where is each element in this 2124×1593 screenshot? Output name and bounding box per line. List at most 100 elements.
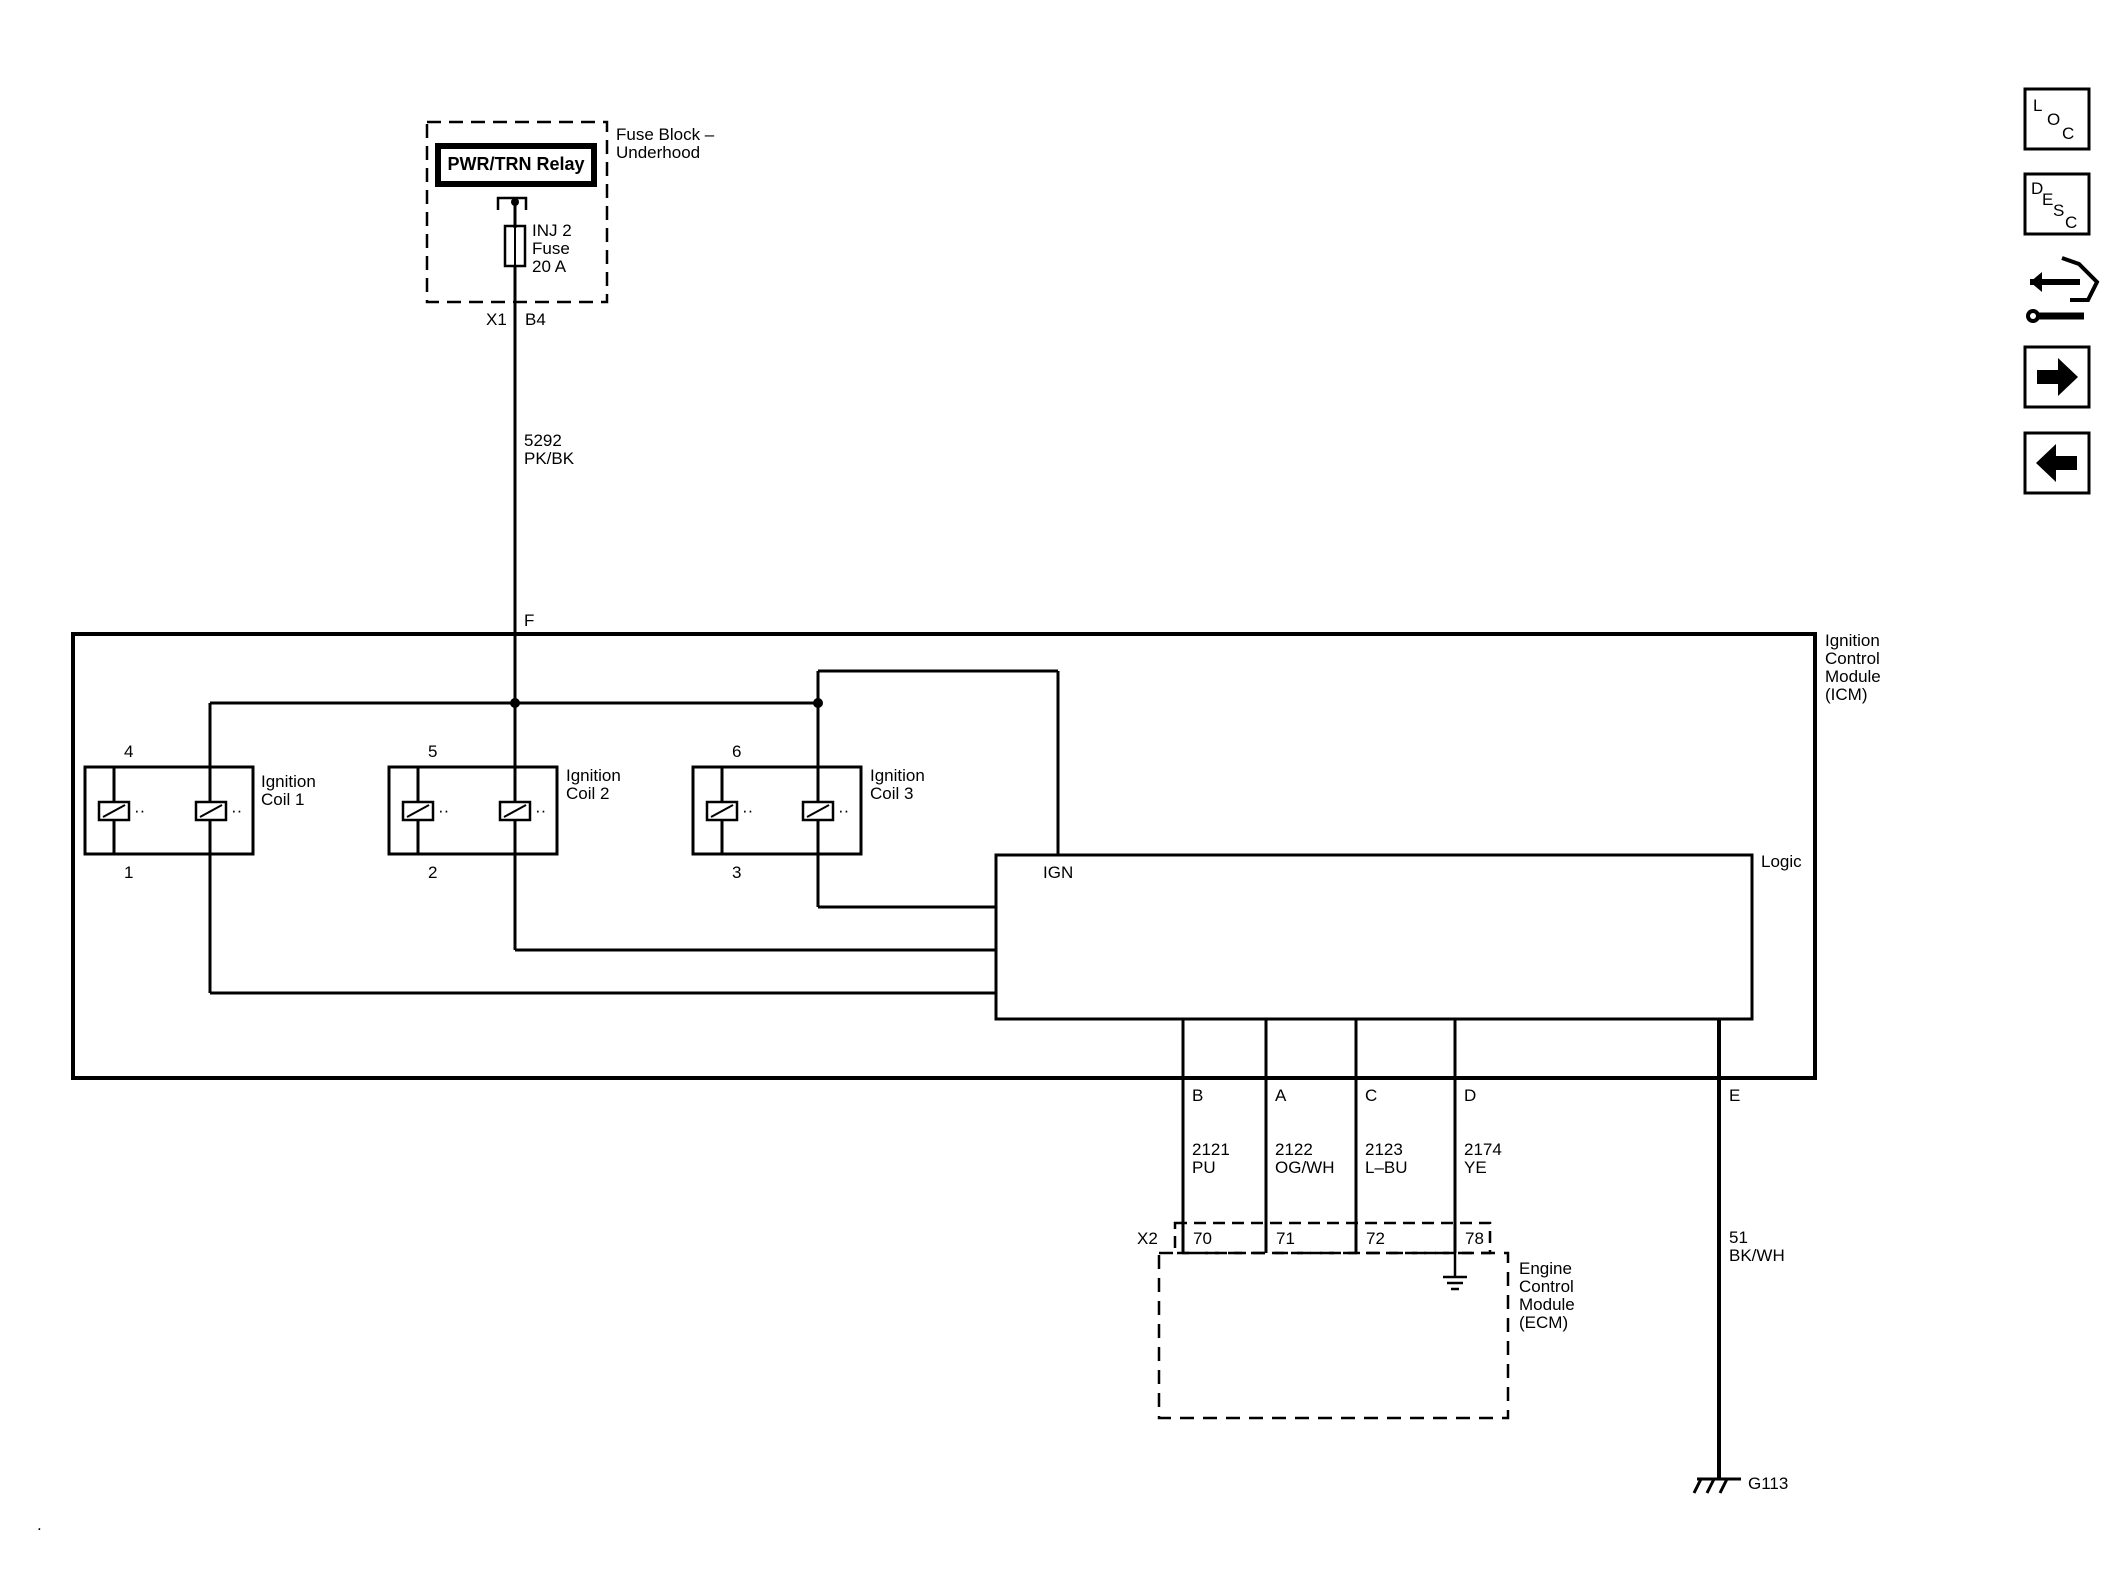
connector-repair-icon xyxy=(2026,256,2100,323)
ignition-control-module: Ignition Control Module (ICM) Logic IGN xyxy=(71,631,1881,1080)
icm-label-line1: Ignition xyxy=(1825,631,1880,650)
coil-2-dots-2: ·· xyxy=(535,801,546,820)
ecm-internal-ground-icon xyxy=(1443,1253,1467,1291)
fuse-block: PWR/TRN Relay Fuse Block – Underhood INJ… xyxy=(425,120,715,329)
loc-letter-o: O xyxy=(2047,110,2060,129)
ground-id-label: G113 xyxy=(1748,1474,1788,1493)
ignition-coil-3: ·· ·· Ignition Coil 3 6 3 xyxy=(691,742,925,882)
coil-2-box xyxy=(387,765,559,856)
coil-3-dots: ·· xyxy=(742,801,753,820)
ecm-connector-label: X2 xyxy=(1137,1229,1158,1248)
fuse-block-outline xyxy=(425,120,609,304)
wire-2121-color: PU xyxy=(1192,1158,1216,1177)
icm-pin-d: D xyxy=(1464,1086,1476,1105)
ecm-pin-71: 71 xyxy=(1276,1229,1295,1248)
loc-icon xyxy=(2023,87,2091,151)
fuse-label-line3: 20 A xyxy=(532,257,567,276)
coil-2-secondary-slash xyxy=(503,804,527,818)
desc-letter-d: D xyxy=(2031,179,2043,198)
icm-pin-a: A xyxy=(1275,1086,1287,1105)
wire-2123-circuit: 2123 xyxy=(1365,1140,1403,1159)
coil-2-label-line2: Coil 2 xyxy=(566,784,609,803)
previous-button[interactable] xyxy=(2023,431,2091,495)
coil-2-top-pin: 5 xyxy=(428,742,437,761)
ecm-label-line1: Engine xyxy=(1519,1259,1572,1278)
coil-2-label-line1: Ignition xyxy=(566,766,621,785)
ecm-label-line4: (ECM) xyxy=(1519,1313,1568,1332)
wire-51-circuit: 51 xyxy=(1729,1228,1748,1247)
engine-control-module: X2 Engine Control Module (ECM) xyxy=(1137,1221,1575,1420)
signal-wires: B A C D 2121 PU 2122 OG/WH 2123 L–BU 217… xyxy=(1181,1019,1502,1253)
desc-button[interactable]: D E S C xyxy=(2023,172,2091,236)
wire-51-color: BK/WH xyxy=(1729,1246,1785,1265)
wire-2121-circuit: 2121 xyxy=(1192,1140,1230,1159)
coil-3-box xyxy=(691,765,863,856)
loc-button[interactable]: L O C xyxy=(2023,87,2091,151)
coil-1-box xyxy=(83,765,255,856)
coil-3-label-line1: Ignition xyxy=(870,766,925,785)
coil-3-primary-slash xyxy=(710,804,734,818)
wire-5292-circuit: 5292 xyxy=(524,431,562,450)
icm-label-line2: Control xyxy=(1825,649,1880,668)
wire-2174-circuit: 2174 xyxy=(1464,1140,1502,1159)
icm-internal-wiring xyxy=(208,669,1060,995)
ignition-coil-2: ·· ·· Ignition Coil 2 5 2 xyxy=(387,742,621,882)
splice-dot-bus xyxy=(510,698,520,708)
fuse-block-label-line2: Underhood xyxy=(616,143,700,162)
fuse-block-label-line1: Fuse Block – xyxy=(616,125,715,144)
wire-2122-color: OG/WH xyxy=(1275,1158,1335,1177)
coil-2-primary-slash xyxy=(406,804,430,818)
ecm-pin-78: 78 xyxy=(1465,1229,1484,1248)
icm-label-line3: Module xyxy=(1825,667,1881,686)
coil-1-dots-2: ·· xyxy=(231,801,242,820)
fuse-label-line2: Fuse xyxy=(532,239,570,258)
arrow-right-icon xyxy=(2037,358,2078,396)
icm-pin-c: C xyxy=(1365,1086,1377,1105)
logic-label: Logic xyxy=(1761,852,1802,871)
relay-contact-bracket xyxy=(496,196,528,210)
ecm-label-line2: Control xyxy=(1519,1277,1574,1296)
coil-1-dots: ·· xyxy=(134,801,145,820)
chassis-ground-icon xyxy=(1692,1477,1741,1494)
nav-buttons: L O C D E S C xyxy=(2023,87,2100,495)
ecm-outline xyxy=(1157,1251,1510,1420)
fuse-connector-label: X1 xyxy=(486,310,507,329)
coil-3-bottom-pin: 3 xyxy=(732,863,741,882)
coil-1-label-line1: Ignition xyxy=(261,772,316,791)
coil-2-dots: ·· xyxy=(438,801,449,820)
arrow-left-icon xyxy=(2036,444,2077,482)
icm-pin-b: B xyxy=(1192,1086,1203,1105)
icm-outline xyxy=(71,632,1817,1080)
wire-2123-color: L–BU xyxy=(1365,1158,1408,1177)
ignition-coil-1: ·· ·· Ignition Coil 1 4 1 xyxy=(83,742,316,882)
loc-letter-c: C xyxy=(2062,124,2074,143)
footer-mark: . xyxy=(37,1515,42,1534)
ecm-pin-70: 70 xyxy=(1193,1229,1212,1248)
coil-3-secondary-slash xyxy=(806,804,830,818)
coil-1-bottom-pin: 1 xyxy=(124,863,133,882)
next-button[interactable] xyxy=(2023,345,2091,409)
wire-2122-circuit: 2122 xyxy=(1275,1140,1313,1159)
coil-1-primary-slash xyxy=(102,804,126,818)
desc-letter-e: E xyxy=(2042,190,2053,209)
wire-5292-color: PK/BK xyxy=(524,449,575,468)
coil-1-secondary-slash xyxy=(199,804,223,818)
coil-1-label-line2: Coil 1 xyxy=(261,790,304,809)
ign-label: IGN xyxy=(1043,863,1073,882)
ground-circuit: E 51 BK/WH G113 xyxy=(1692,1019,1788,1494)
wire-2174-color: YE xyxy=(1464,1158,1487,1177)
icm-pin-f: F xyxy=(524,611,534,630)
ecm-label-line3: Module xyxy=(1519,1295,1575,1314)
coil-3-label-line2: Coil 3 xyxy=(870,784,913,803)
coil-2-bottom-pin: 2 xyxy=(428,863,437,882)
logic-block xyxy=(994,853,1754,1021)
coil-1-top-pin: 4 xyxy=(124,742,133,761)
icm-label-line4: (ICM) xyxy=(1825,685,1867,704)
coil-3-top-pin: 6 xyxy=(732,742,741,761)
icm-pin-e: E xyxy=(1729,1086,1740,1105)
connector-repair-button[interactable] xyxy=(2026,256,2100,323)
relay-box xyxy=(435,143,597,187)
desc-icon xyxy=(2023,172,2091,236)
loc-letter-l: L xyxy=(2033,96,2042,115)
